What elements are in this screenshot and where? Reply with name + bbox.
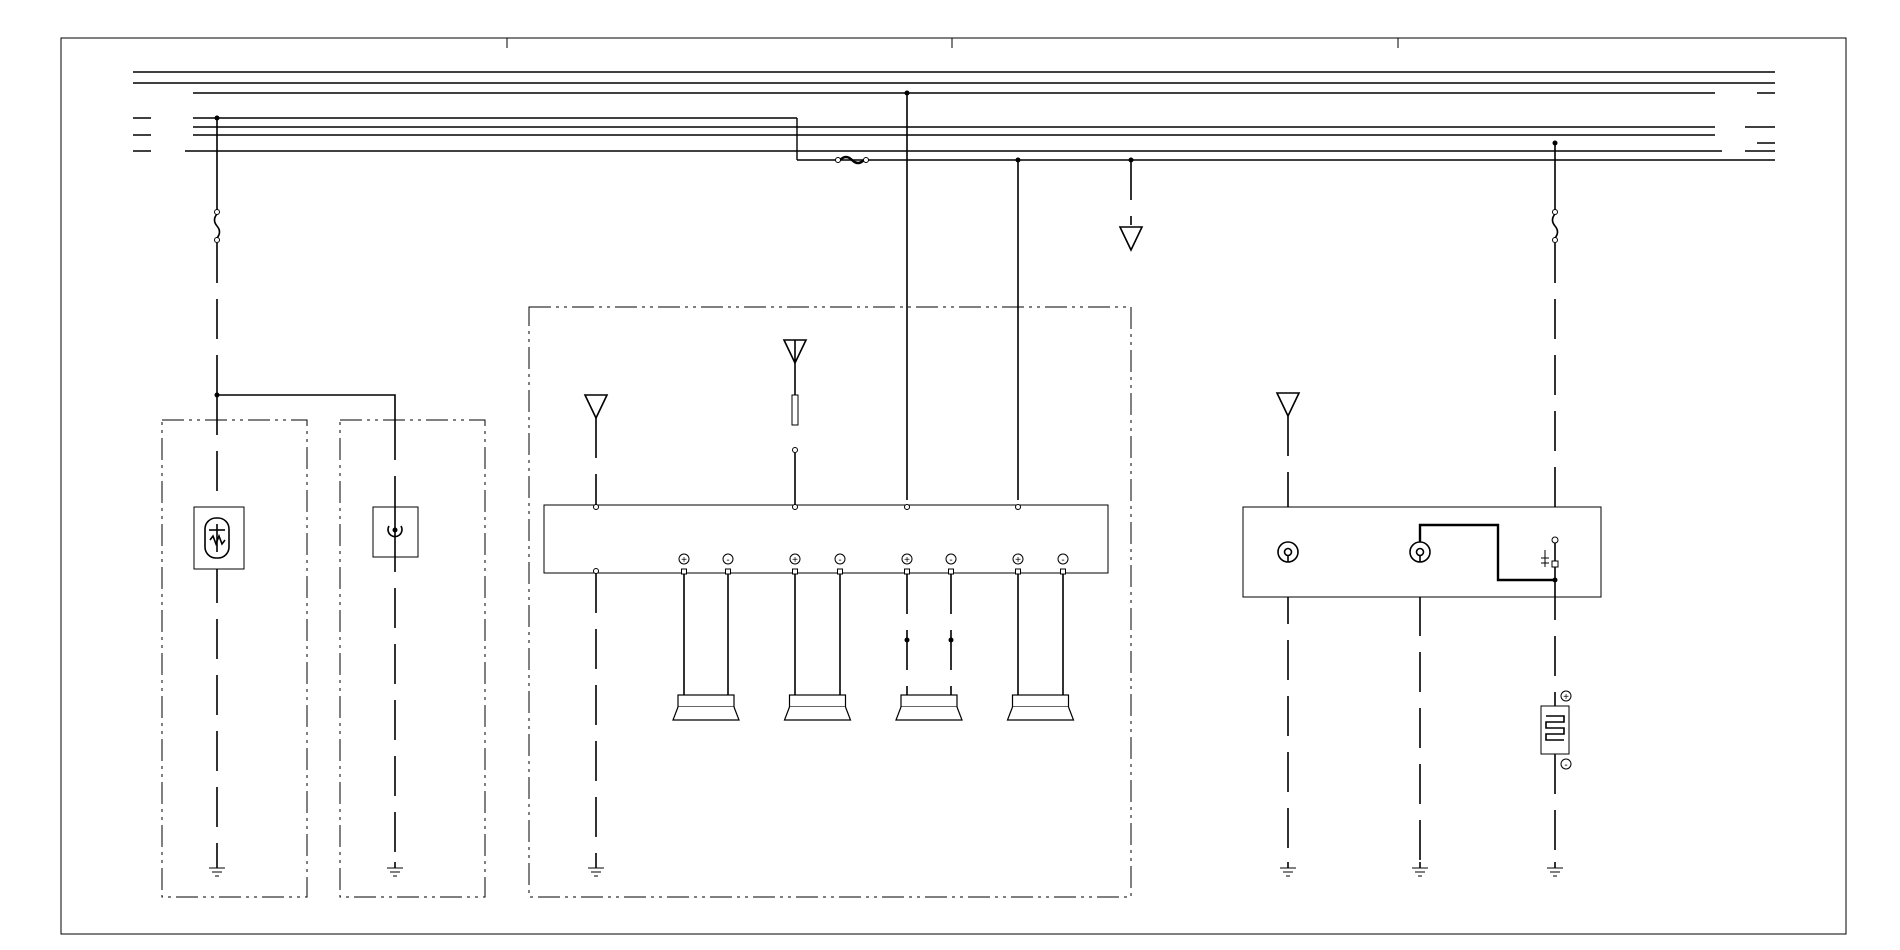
mid-fuse-icon [835, 155, 869, 165]
terminal-minus: - [834, 553, 846, 695]
diagram-frame [60, 37, 1847, 935]
ground-icon [209, 862, 225, 877]
terminal-plus: + [901, 553, 913, 695]
ground-icon [1412, 862, 1428, 877]
antenna-icon [782, 339, 808, 365]
right-fuse-icon [1551, 209, 1559, 243]
audio-unit-box [543, 504, 1109, 574]
terminal-plus: + [789, 553, 801, 695]
antenna-icon [583, 394, 609, 420]
indicator-lamp-icon [1277, 541, 1299, 563]
relay-module-box [1242, 506, 1602, 598]
terminal-label: - [1061, 555, 1064, 566]
speaker-icon [895, 694, 963, 721]
relay-icon [1541, 536, 1559, 580]
terminal-label: + [1015, 555, 1021, 566]
heater-terminal-minus: - [1560, 758, 1572, 771]
power-bus [133, 71, 1775, 161]
heater-terminal-minus-label: - [1564, 760, 1567, 771]
terminal-minus: - [722, 553, 734, 695]
terminal-minus: - [945, 553, 957, 695]
heater-icon [1540, 705, 1570, 755]
terminal-label: + [681, 555, 687, 566]
terminal-label: + [792, 555, 798, 566]
ground-icon [1547, 862, 1563, 877]
ground-icon [387, 862, 403, 877]
antenna-icon [1275, 392, 1301, 418]
terminal-label: - [726, 555, 729, 566]
terminal-plus: + [678, 553, 690, 695]
indicator-icon [387, 507, 403, 557]
terminal-label: + [904, 555, 910, 566]
terminal-plus: + [1012, 553, 1024, 695]
relay-circuit: + - [1242, 140, 1602, 877]
thermistor-lamp-icon [204, 517, 230, 559]
antenna-icon [1118, 226, 1144, 252]
indicator-module-box [339, 419, 486, 898]
audio-circuit: + - + - + - + - [528, 90, 1144, 898]
terminal-label: - [838, 555, 841, 566]
ground-icon [588, 862, 604, 877]
audio-module-box [528, 306, 1132, 898]
sensor-circuit [161, 115, 486, 898]
heater-terminal-plus-label: + [1563, 692, 1569, 703]
left-fuse-icon [213, 209, 221, 243]
heater-terminal-plus: + [1560, 690, 1572, 703]
speaker-icon [672, 694, 740, 721]
sensor-module-box [161, 419, 308, 898]
ground-icon [1280, 862, 1296, 877]
speaker-icon [783, 694, 852, 721]
terminal-label: - [949, 555, 952, 566]
speaker-icon [1006, 694, 1075, 721]
terminal-minus: - [1057, 553, 1069, 695]
